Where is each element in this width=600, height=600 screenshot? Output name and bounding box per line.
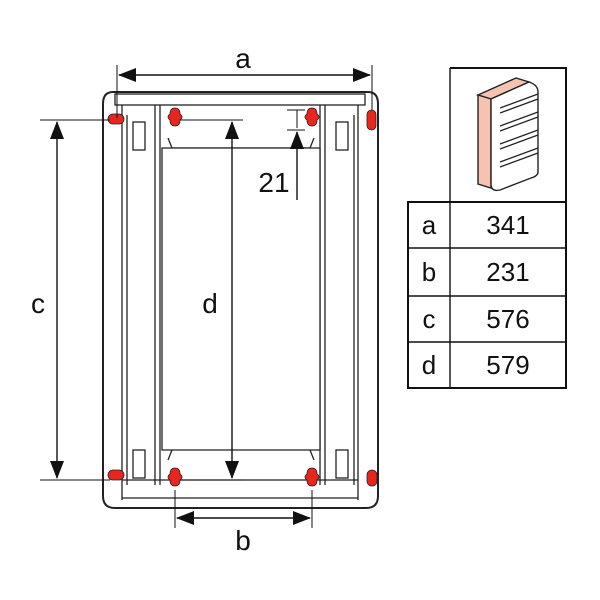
- table-row-b: b 231: [422, 257, 530, 287]
- table-row-d: d 579: [422, 350, 530, 380]
- enclosure-3d-icon: [476, 77, 539, 192]
- table-row-c: c 576: [423, 304, 530, 334]
- mount-slot-top-left: [107, 113, 125, 125]
- table-value: 231: [486, 257, 529, 287]
- enclosure-icon-box: [449, 67, 567, 202]
- table-value: 576: [486, 304, 529, 334]
- table-value: 341: [486, 210, 529, 240]
- table-value: 579: [486, 350, 529, 380]
- dimension-table: [407, 201, 567, 389]
- mount-slot-bottom-left: [107, 469, 125, 481]
- dimension-label-c: c: [31, 288, 45, 319]
- dimension-label-b: b: [235, 525, 251, 556]
- dimension-label-offset: 21: [258, 167, 289, 198]
- keyhole-top-right: [304, 107, 320, 127]
- mounting-keyholes: [107, 107, 378, 487]
- dimension-label-d: d: [202, 288, 218, 319]
- table-key: d: [422, 350, 436, 380]
- dimension-label-a: a: [235, 43, 251, 74]
- table-key: a: [422, 210, 437, 240]
- keyhole-bottom-left: [167, 467, 183, 487]
- table-key: c: [423, 304, 436, 334]
- table-row-a: a 341: [422, 210, 530, 240]
- mount-slot-bottom-right: [366, 469, 378, 487]
- mount-slot-top-right: [366, 109, 377, 131]
- keyhole-top-left: [167, 107, 183, 127]
- enclosure-front-view: [102, 91, 379, 509]
- table-key: b: [422, 257, 436, 287]
- keyhole-bottom-right: [304, 467, 320, 487]
